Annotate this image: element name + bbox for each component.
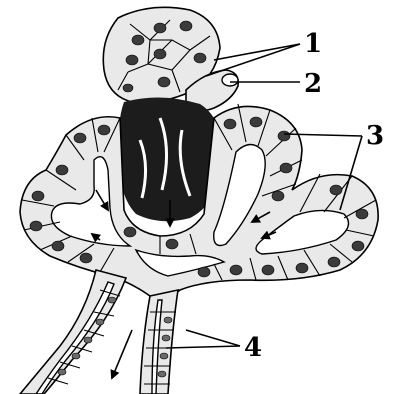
label-4: 4 [244, 333, 262, 363]
leader-line-1 [214, 44, 300, 60]
leader-line-4 [186, 330, 240, 346]
label-2: 2 [304, 69, 322, 99]
flow-arrow [112, 330, 132, 378]
leader-line-4b [166, 346, 240, 348]
label-3: 3 [366, 121, 384, 151]
label-1: 1 [304, 29, 322, 59]
